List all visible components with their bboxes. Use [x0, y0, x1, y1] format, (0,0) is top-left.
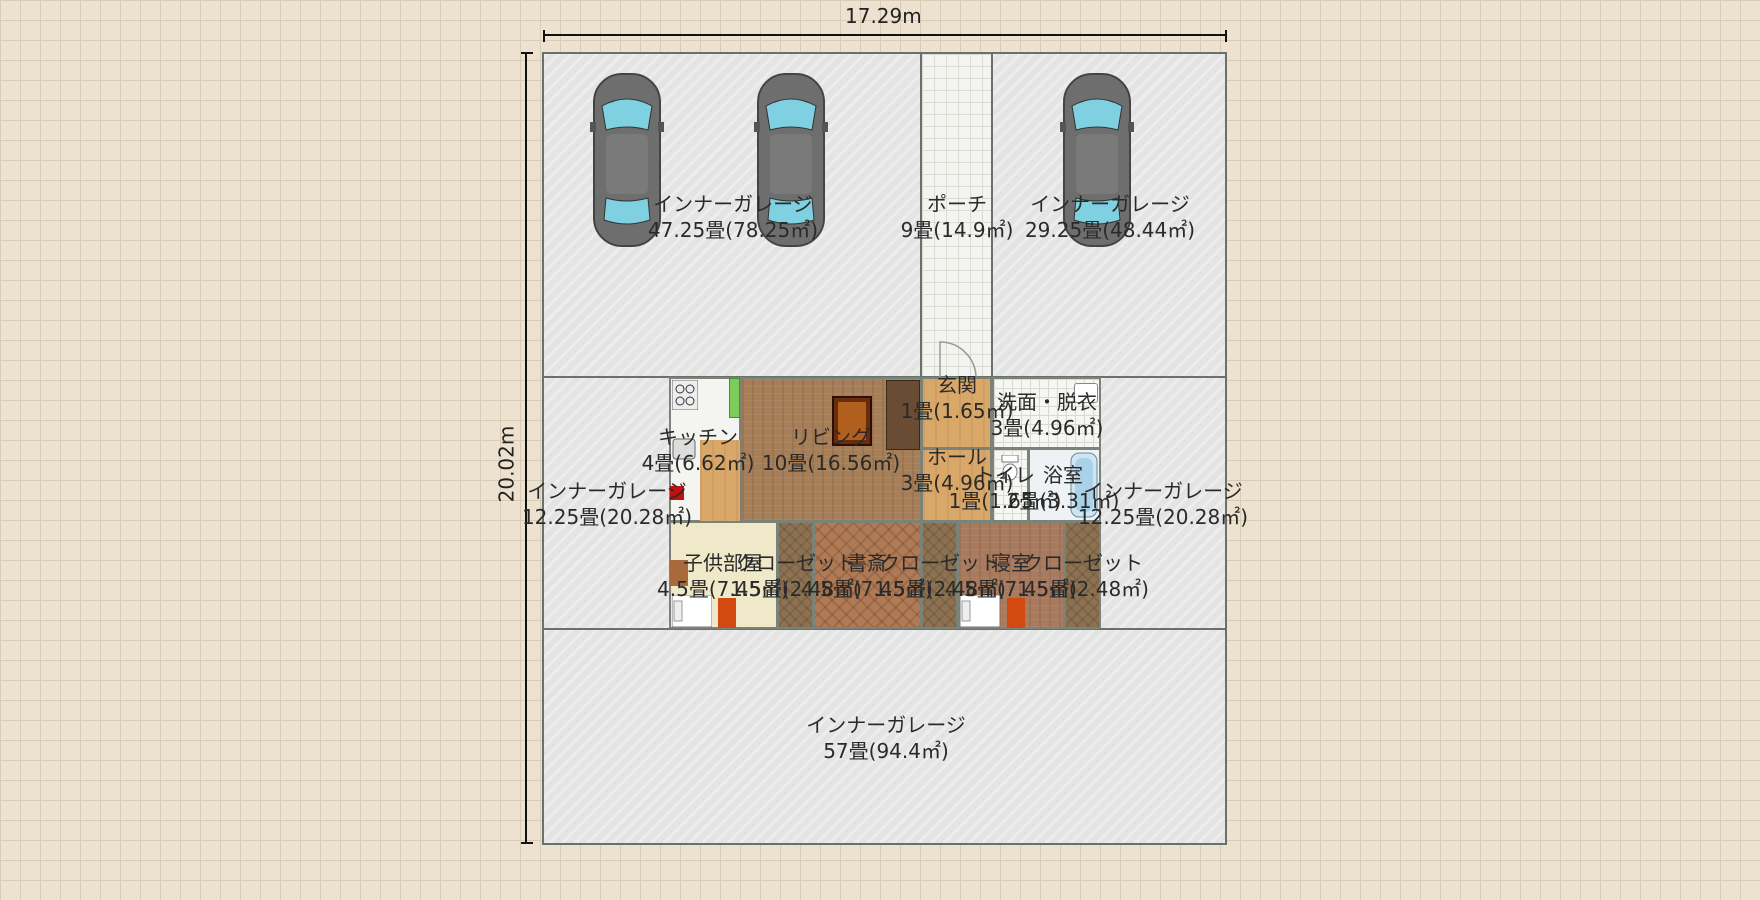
garage-bottom[interactable]: [543, 629, 1226, 844]
room-area: 4.5畳(7.45㎡): [657, 577, 789, 601]
room-name: 寝室: [990, 551, 1031, 575]
label-garage-mid-right: インナーガレージ 12.25畳(20.28㎡): [1078, 478, 1248, 530]
washbasin-icon: [1074, 383, 1098, 403]
room-area: 9畳(14.9㎡): [900, 218, 1014, 242]
room-name: クローゼット: [735, 551, 856, 575]
label-porch: ポーチ 9畳(14.9㎡): [901, 191, 1014, 243]
kitchen-floor: [700, 440, 741, 522]
toilet-room[interactable]: [992, 448, 1029, 522]
room-area: 1.5畳(2.48㎡): [730, 577, 862, 601]
shelf-icon: [670, 560, 688, 586]
room-area: 4.5畳(7.45㎡): [801, 577, 933, 601]
room-name: ホール: [927, 445, 987, 469]
hall-room[interactable]: [921, 448, 992, 522]
entrance-room[interactable]: [921, 377, 992, 449]
label-bedroom: 寝室 4.5畳(7.45㎡): [945, 550, 1077, 602]
bed-icon: [960, 595, 1000, 627]
garage-mid-left[interactable]: [543, 377, 670, 629]
width-dimension-tick-right: [1225, 30, 1227, 42]
label-toilet: トイレ 1畳(1.65㎡): [949, 462, 1062, 514]
bathtub-icon: [1070, 452, 1098, 518]
room-name: インナーガレージ: [527, 479, 687, 503]
label-kitchen: キッチン 4畳(6.62㎡): [642, 424, 755, 476]
desk-icon: [718, 598, 736, 628]
label-closet-2: クローゼット 1.5畳(2.48㎡): [874, 550, 1006, 602]
room-area: 10畳(16.56㎡): [761, 451, 901, 475]
closet-3[interactable]: [1064, 521, 1101, 629]
room-name: クローゼット: [879, 551, 1000, 575]
room-area: 1畳(1.65㎡): [900, 399, 1014, 423]
label-living: リビング 10畳(16.56㎡): [762, 424, 900, 476]
height-dimension-tick-top: [521, 52, 533, 54]
sink-icon: [672, 438, 696, 460]
toilet-icon: [1001, 455, 1019, 481]
room-area: 12.25畳(20.28㎡): [1077, 505, 1249, 529]
label-garage-bottom: インナーガレージ 57畳(94.4㎡): [806, 712, 966, 764]
room-area: 4.5畳(7.45㎡): [945, 577, 1077, 601]
label-study: 書斎 4.5畳(7.45㎡): [801, 550, 933, 602]
room-name: 玄関: [937, 373, 977, 397]
room-name: 浴室: [1043, 463, 1083, 487]
label-hall: ホール 3畳(4.96㎡): [901, 444, 1014, 496]
room-area: 12.25畳(20.28㎡): [521, 505, 693, 529]
desk-icon: [1007, 598, 1025, 628]
room-name: 洗面・脱衣: [997, 390, 1097, 414]
width-dimension-line: [543, 34, 1227, 36]
height-dimension-label: 20.02m: [494, 425, 519, 503]
label-washroom: 洗面・脱衣 3畳(4.96㎡): [991, 389, 1104, 441]
counter-green-icon: [729, 378, 740, 418]
room-name: キッチン: [658, 425, 738, 449]
room-name: インナーガレージ: [1030, 192, 1190, 216]
room-name: 子供部屋: [682, 551, 763, 575]
label-kids-room: 子供部屋 4.5畳(7.45㎡): [657, 550, 789, 602]
table-icon: [832, 396, 872, 446]
chair-red-icon: [670, 486, 684, 500]
room-area: 3畳(4.96㎡): [900, 471, 1014, 495]
car-icon: [754, 73, 828, 247]
porch[interactable]: [921, 53, 992, 377]
label-closet-3: クローゼット 1.5畳(2.48㎡): [1017, 550, 1149, 602]
room-area: 47.25畳(78.25㎡): [647, 218, 819, 242]
room-name: トイレ: [975, 463, 1035, 487]
room-area: 1畳(1.65㎡): [948, 489, 1062, 513]
door-swing-icon: [939, 341, 977, 379]
room-area: 57畳(94.4㎡): [823, 739, 949, 763]
room-name: インナーガレージ: [1083, 479, 1243, 503]
room-area: 4畳(6.62㎡): [641, 451, 755, 475]
car-icon: [590, 73, 664, 247]
label-entrance: 玄関 1畳(1.65㎡): [901, 372, 1014, 424]
label-garage-top-right: インナーガレージ 29.25畳(48.44㎡): [1025, 191, 1195, 243]
stove-icon: [672, 380, 698, 410]
width-dimension-label: 17.29m: [845, 4, 922, 28]
room-name: インナーガレージ: [806, 713, 966, 737]
room-area: 1.5畳(2.48㎡): [874, 577, 1006, 601]
room-name: 書斎: [846, 551, 887, 575]
label-closet-1: クローゼット 1.5畳(2.48㎡): [730, 550, 862, 602]
width-dimension-tick-left: [543, 30, 545, 42]
label-bath: 浴室 2畳(3.31㎡): [1007, 462, 1120, 514]
height-dimension-tick-bottom: [521, 842, 533, 844]
room-name: ポーチ: [927, 192, 987, 216]
label-garage-top-left: インナーガレージ 47.25畳(78.25㎡): [648, 191, 818, 243]
room-name: リビング: [791, 425, 871, 449]
study-room[interactable]: [813, 521, 922, 629]
room-area: 2畳(3.31㎡): [1006, 489, 1120, 513]
height-dimension-line: [525, 52, 527, 844]
car-icon: [1060, 73, 1134, 247]
room-name: クローゼット: [1022, 551, 1143, 575]
label-garage-mid-left: インナーガレージ 12.25畳(20.28㎡): [522, 478, 692, 530]
room-area: 29.25畳(48.44㎡): [1024, 218, 1196, 242]
room-area: 3畳(4.96㎡): [990, 416, 1104, 440]
bed-icon: [672, 595, 712, 627]
room-name: インナーガレージ: [653, 192, 813, 216]
room-area: 1.5畳(2.48㎡): [1017, 577, 1149, 601]
sofa-icon: [886, 380, 920, 450]
